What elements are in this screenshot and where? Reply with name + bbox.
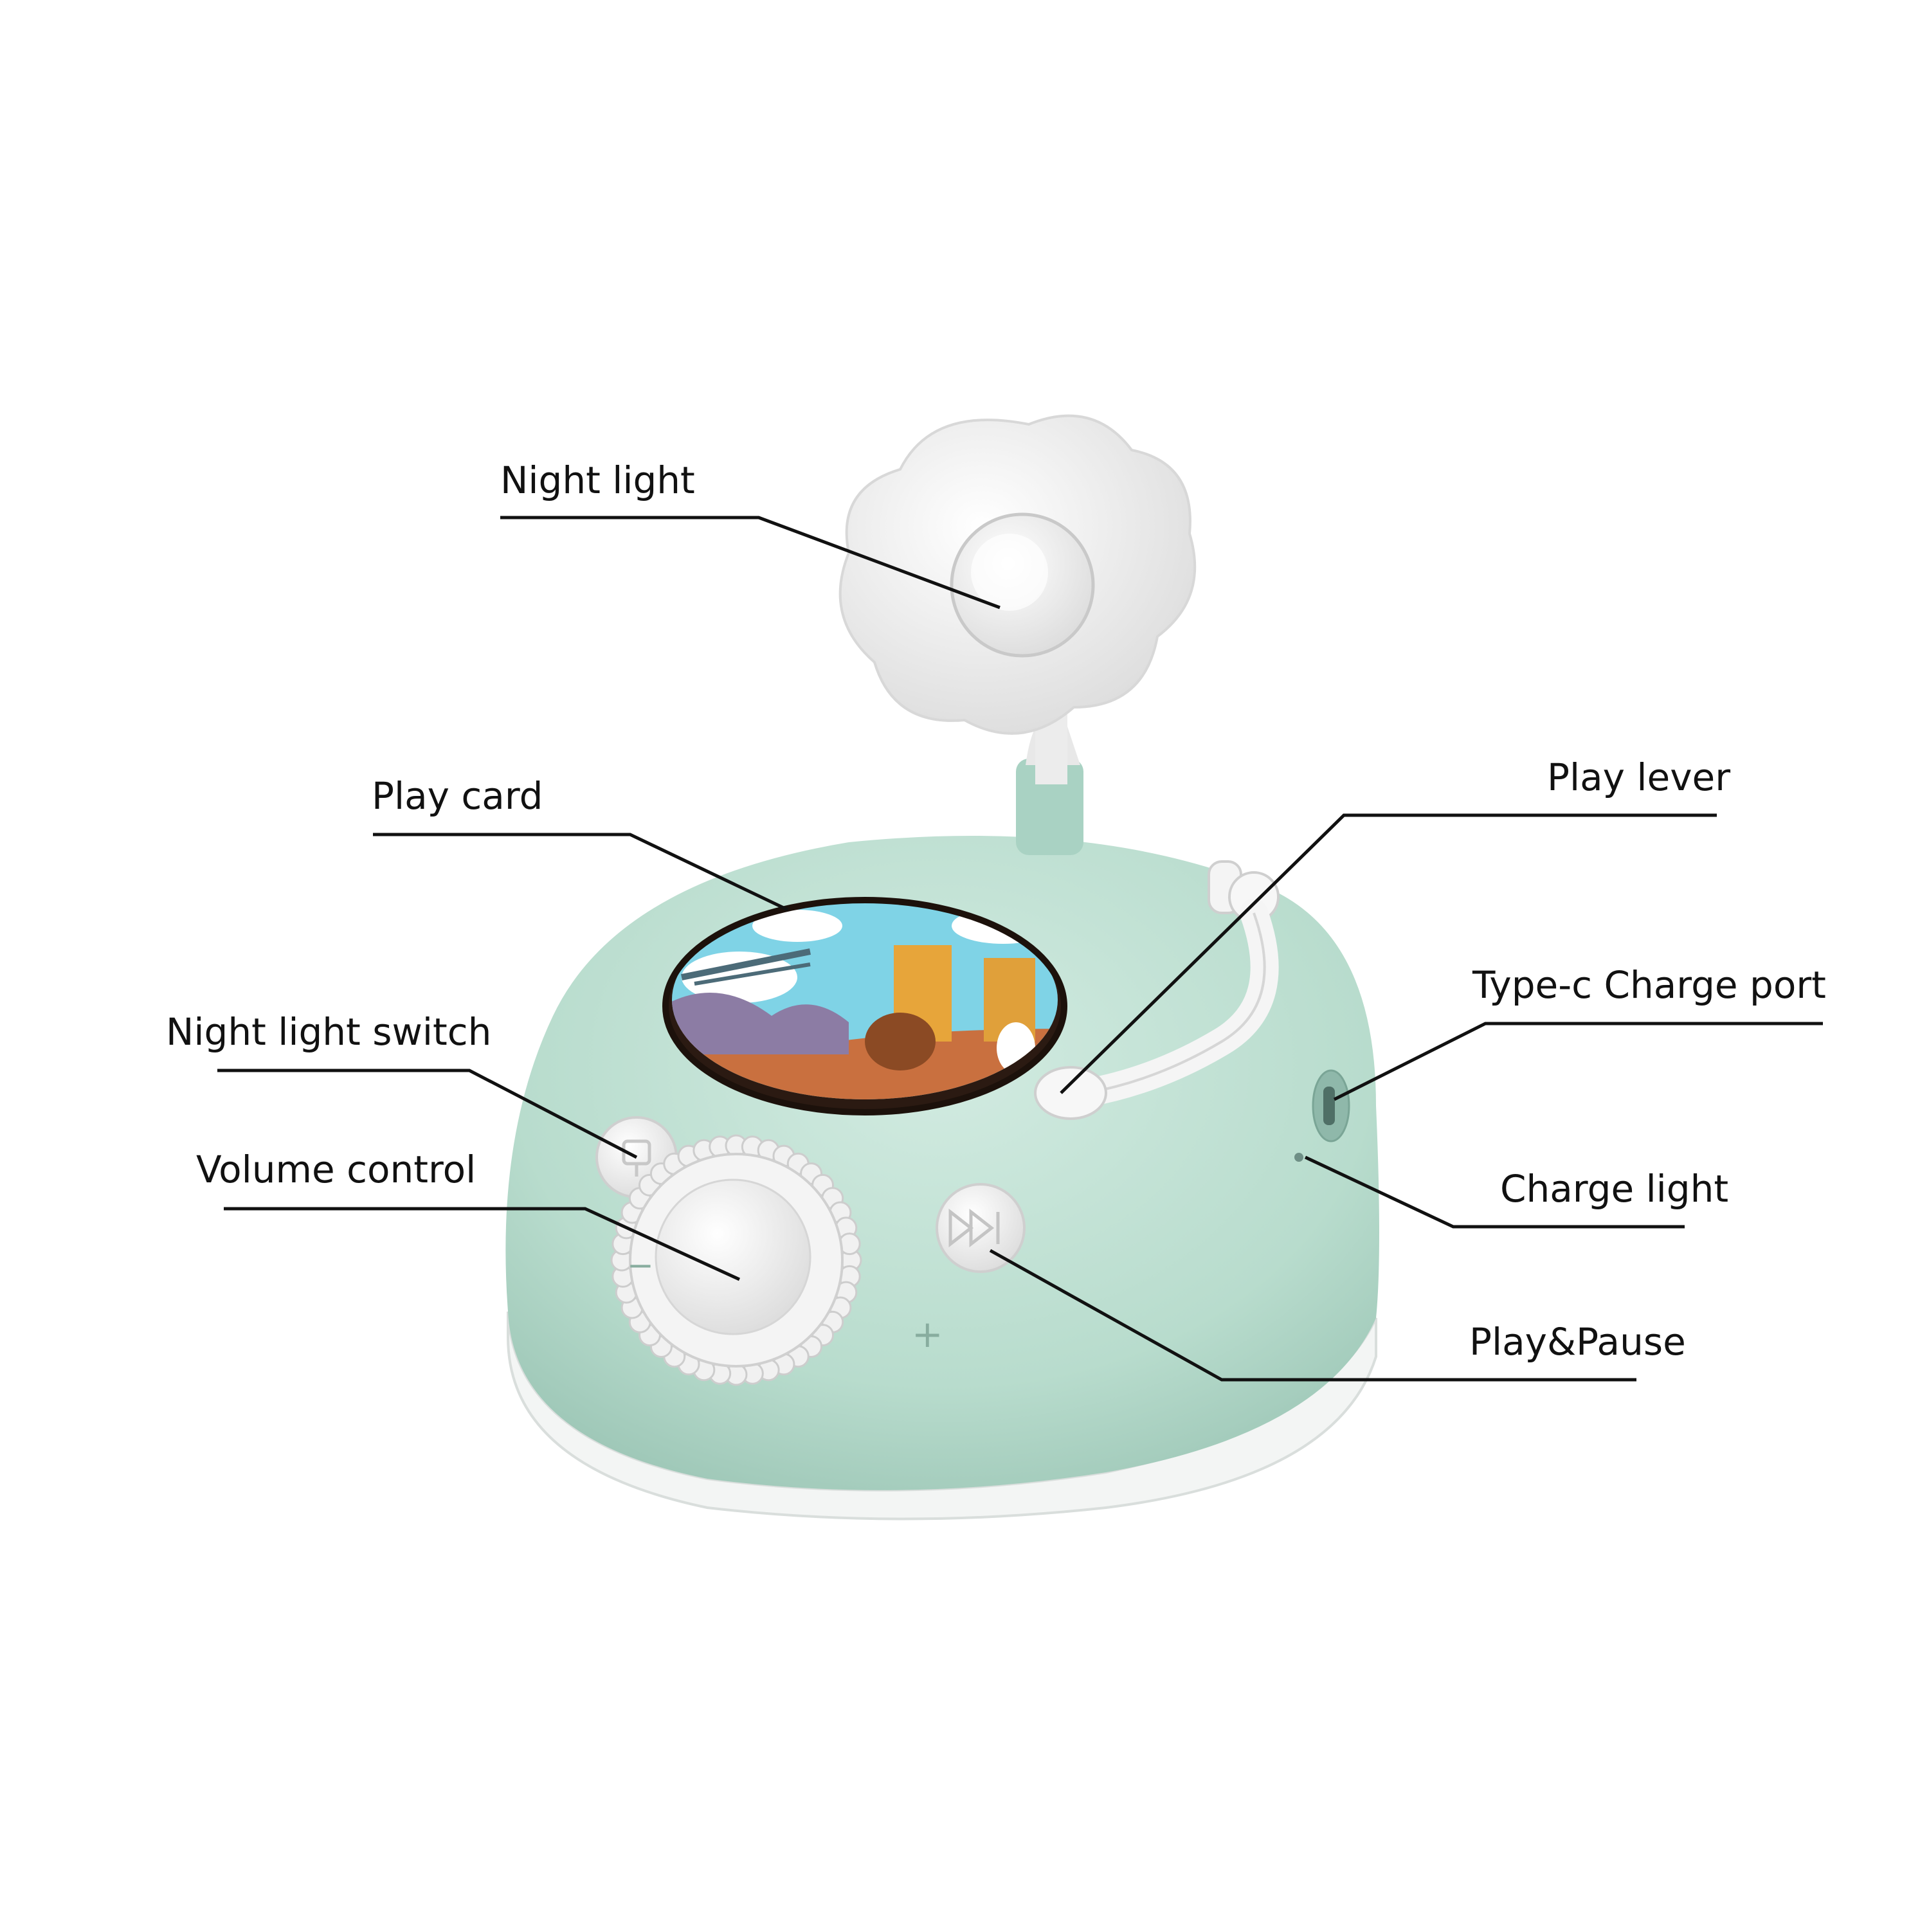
- play-pause-icon: [948, 1208, 1000, 1248]
- leader-play-pause: [989, 1249, 1636, 1382]
- charge-light-led: [1294, 1153, 1303, 1162]
- label-night-light-switch: Night light switch: [166, 1010, 492, 1054]
- leader-night-light-switch: [217, 1069, 638, 1159]
- volume-minus-mark: −: [627, 1247, 654, 1284]
- volume-plus-mark: +: [912, 1312, 943, 1356]
- leader-play-lever: [1060, 813, 1717, 1094]
- label-play-card: Play card: [372, 774, 543, 818]
- label-play-pause: Play&Pause: [1469, 1320, 1686, 1364]
- label-type-c-charge-port: Type-c Charge port: [1472, 963, 1826, 1007]
- play-card[interactable]: [662, 894, 1151, 1115]
- night-light-flower[interactable]: [838, 414, 1197, 735]
- lamp-icon: [622, 1139, 651, 1177]
- leader-volume-control: [224, 1207, 741, 1281]
- volume-dial[interactable]: [610, 1134, 862, 1386]
- play-pause-button[interactable]: [936, 1183, 1026, 1273]
- label-play-lever: Play lever: [1547, 755, 1731, 799]
- play-lever[interactable]: [1034, 860, 1280, 1120]
- label-volume-control: Volume control: [196, 1148, 476, 1191]
- label-charge-light: Charge light: [1500, 1167, 1729, 1211]
- flower-stem: [1016, 714, 1083, 855]
- leader-night-light: [500, 516, 1001, 609]
- leader-play-card: [373, 833, 789, 912]
- leader-type-c: [1333, 1022, 1823, 1101]
- label-night-light: Night light: [500, 458, 695, 502]
- leader-charge-light: [1304, 1155, 1685, 1229]
- type-c-charge-port[interactable]: [1312, 1069, 1350, 1142]
- leader-lines: [217, 516, 1823, 1382]
